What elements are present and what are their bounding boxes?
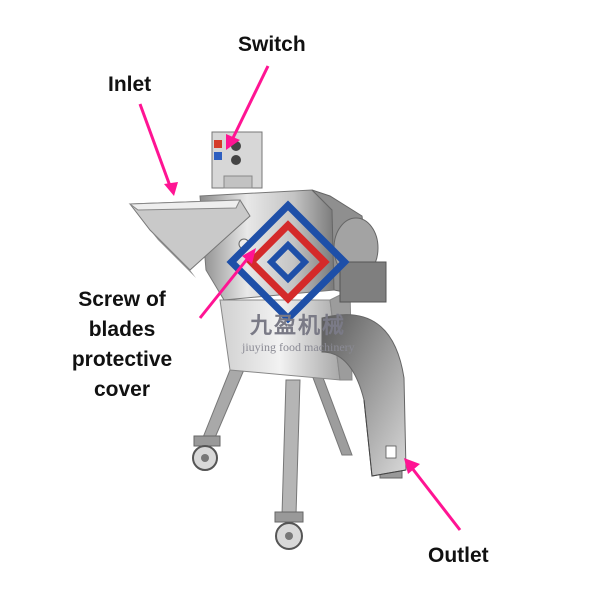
screw-label-line3: protective <box>71 348 173 371</box>
screw-label-line4: cover <box>93 378 151 401</box>
inlet-arrow <box>138 103 178 196</box>
callout-arrows <box>138 65 462 531</box>
outlet-label: Outlet <box>428 544 489 567</box>
watermark-chinese: 九盈机械 <box>250 313 347 339</box>
inlet-label: Inlet <box>108 73 152 96</box>
screw-label: Screw of blades protective cover <box>62 285 182 405</box>
watermark-english: jiuying food machinery <box>242 340 355 354</box>
machine-legs <box>201 364 353 516</box>
switch-arrow <box>226 65 270 150</box>
brand-logo <box>226 200 350 324</box>
screw-label-line2: blades <box>88 318 156 341</box>
screw-arrow <box>198 248 256 319</box>
switch-label: Switch <box>238 33 306 56</box>
caster-wheels <box>192 435 403 550</box>
outlet-arrow <box>404 458 462 531</box>
outlet-chute <box>321 314 407 477</box>
screw-label-line1: Screw of <box>78 288 166 311</box>
inlet-hopper <box>128 199 251 278</box>
